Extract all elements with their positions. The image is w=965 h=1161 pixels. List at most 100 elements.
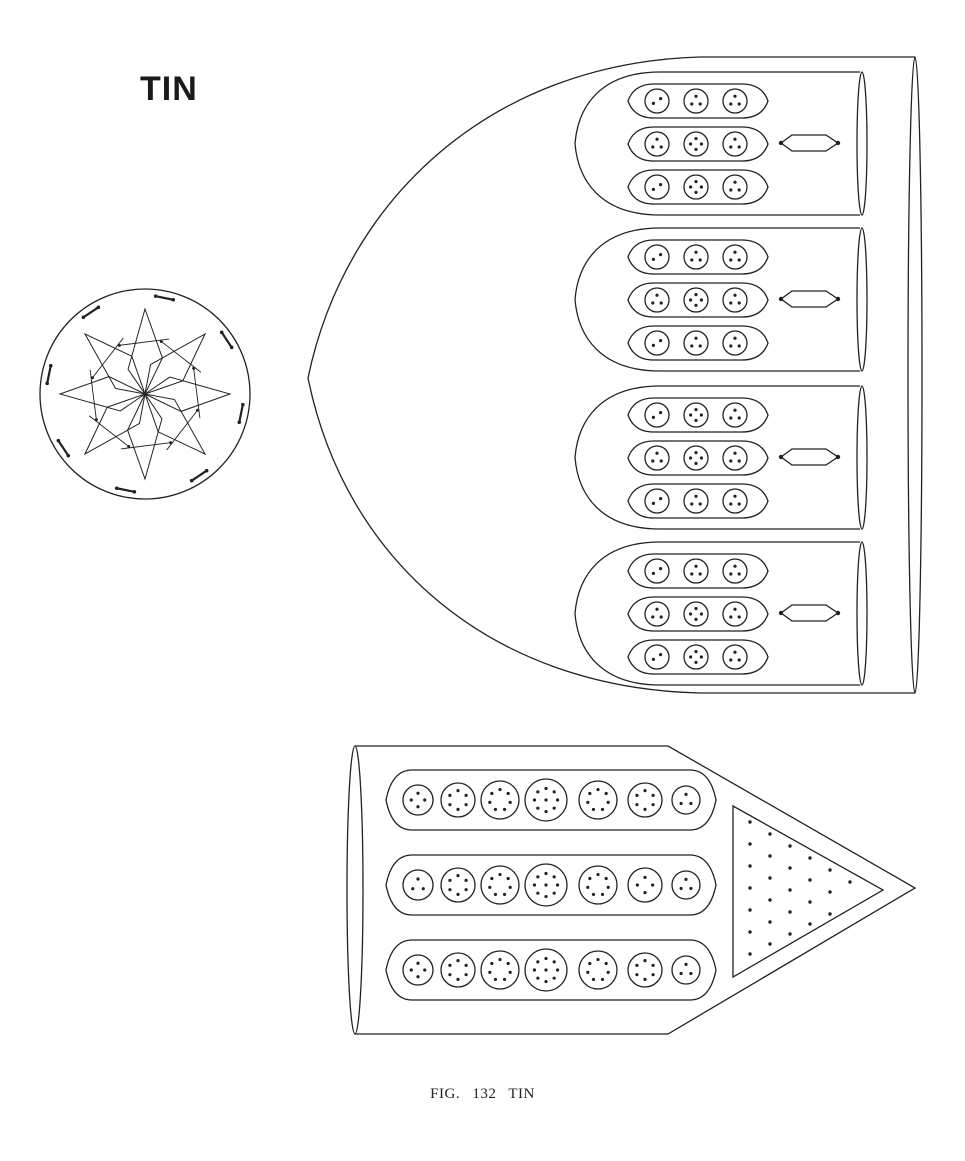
circle bbox=[644, 445, 670, 471]
dot bbox=[699, 612, 704, 616]
dot bbox=[651, 459, 655, 463]
bond-dot bbox=[835, 610, 841, 616]
rim-dot bbox=[96, 305, 101, 310]
dot bbox=[502, 892, 507, 897]
dot bbox=[588, 876, 592, 881]
hexagon-bond bbox=[779, 134, 840, 152]
dot bbox=[729, 145, 733, 149]
dotted-circle bbox=[722, 88, 748, 114]
segment-shield bbox=[574, 385, 860, 530]
dot bbox=[643, 789, 647, 793]
dot bbox=[729, 459, 733, 463]
dot bbox=[635, 793, 639, 797]
dot bbox=[698, 258, 702, 262]
dot bbox=[729, 572, 733, 576]
circle bbox=[402, 869, 434, 901]
dot bbox=[733, 336, 737, 340]
bond-dot bbox=[778, 454, 784, 460]
circle bbox=[644, 131, 670, 157]
segment-rim bbox=[856, 385, 868, 530]
dome-segment bbox=[574, 227, 868, 372]
dotted-circle bbox=[402, 954, 434, 986]
dot bbox=[690, 344, 694, 348]
dotted-circle bbox=[722, 244, 748, 270]
dot bbox=[684, 877, 688, 882]
bond-dot bbox=[778, 610, 784, 616]
triangle-dot bbox=[748, 952, 752, 956]
rim-funnel bbox=[220, 331, 233, 348]
dot bbox=[737, 416, 741, 420]
dot bbox=[502, 807, 507, 812]
circle bbox=[722, 558, 748, 584]
dot bbox=[689, 298, 693, 302]
dot bbox=[679, 801, 683, 806]
hexagon-bond bbox=[779, 604, 840, 622]
dot bbox=[552, 960, 556, 964]
dot bbox=[689, 413, 693, 417]
dot bbox=[635, 973, 639, 977]
dot bbox=[490, 876, 494, 881]
dot bbox=[411, 887, 415, 891]
dotted-circle bbox=[683, 88, 709, 114]
dot bbox=[694, 293, 698, 297]
tin-atom-sphere bbox=[39, 288, 251, 500]
dome-segment bbox=[574, 385, 868, 530]
dot bbox=[694, 564, 698, 568]
dot bbox=[536, 891, 540, 895]
figure-heading: TIN bbox=[140, 70, 198, 108]
dot bbox=[699, 456, 704, 460]
circle bbox=[644, 244, 670, 270]
star-dot bbox=[117, 343, 121, 347]
dot bbox=[651, 803, 655, 807]
circle bbox=[683, 88, 709, 114]
dot bbox=[456, 789, 460, 793]
dot bbox=[635, 963, 639, 967]
triangle-dot bbox=[808, 900, 812, 904]
circle bbox=[683, 330, 709, 356]
circle bbox=[683, 644, 709, 670]
rim-dot bbox=[153, 294, 158, 298]
triangle-dot bbox=[768, 898, 772, 902]
circle bbox=[722, 131, 748, 157]
dotted-circle bbox=[683, 601, 709, 627]
spike-lens bbox=[385, 769, 717, 831]
dome-segment bbox=[574, 541, 868, 686]
segment-lens bbox=[627, 282, 769, 318]
sphere-star-pattern bbox=[45, 294, 245, 494]
circle bbox=[722, 174, 748, 200]
segment-shield bbox=[574, 541, 860, 686]
hexagon-bond bbox=[779, 290, 840, 308]
dot bbox=[464, 878, 468, 882]
dot bbox=[536, 806, 540, 810]
dot bbox=[600, 977, 605, 982]
dot bbox=[694, 180, 698, 184]
dotted-circle bbox=[671, 785, 701, 815]
circle bbox=[627, 782, 663, 818]
circle bbox=[644, 558, 670, 584]
dot bbox=[729, 416, 733, 420]
triangle-dot bbox=[828, 868, 832, 872]
dot bbox=[689, 612, 693, 616]
dot bbox=[456, 807, 460, 811]
dot bbox=[464, 803, 468, 807]
triangle-dot bbox=[788, 910, 792, 914]
circle bbox=[683, 558, 709, 584]
dot bbox=[416, 877, 420, 881]
dot bbox=[544, 871, 548, 876]
dot bbox=[694, 607, 698, 611]
dot bbox=[733, 293, 737, 297]
circle bbox=[644, 330, 670, 356]
rim-dot bbox=[189, 478, 194, 483]
dot bbox=[555, 968, 560, 972]
dot bbox=[651, 187, 656, 191]
dot bbox=[544, 786, 548, 791]
triangle-dot bbox=[768, 832, 772, 836]
dotted-circle bbox=[722, 601, 748, 627]
triangle-dot bbox=[808, 878, 812, 882]
dot bbox=[536, 790, 540, 794]
dotted-circle bbox=[683, 488, 709, 514]
dot bbox=[733, 137, 737, 141]
dot bbox=[488, 970, 492, 974]
dot bbox=[498, 787, 502, 792]
